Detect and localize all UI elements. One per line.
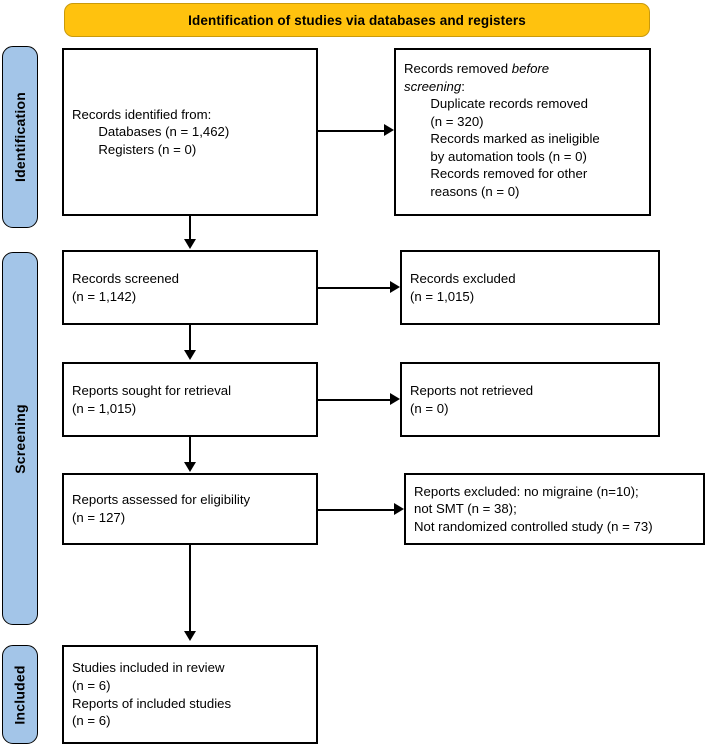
records-identified-line1: Records identified from: — [72, 106, 212, 122]
box-reports-not-retrieved-text: Reports not retrieved (n = 0) — [402, 382, 541, 417]
stage-label-screening-text: Screening — [12, 403, 28, 474]
reports-sought-line1: Reports sought for retrieval — [72, 382, 232, 398]
connector-assessed-to-excluded — [318, 509, 396, 511]
box-studies-included-text: Studies included in review(n = 6)Reports… — [64, 659, 239, 729]
records-removed-line2a: screening — [404, 78, 462, 94]
records-removed-line6: by automation tools (n = 0) — [430, 148, 587, 164]
studies-included-line4: (n = 6) — [72, 713, 111, 729]
records-removed-line1b: before — [511, 61, 550, 76]
box-reports-sought: Reports sought for retrieval (n = 1,015) — [62, 362, 318, 437]
box-records-identified-text: Records identified from: Databases (n = 1… — [64, 106, 237, 159]
box-records-removed-text: Records removed before screening: Duplicat… — [396, 50, 608, 200]
reports-excluded-line1: Reports excluded: no migraine (n=10); — [414, 483, 639, 499]
box-records-excluded: Records excluded (n = 1,015) — [400, 250, 660, 325]
records-removed-line7: Records removed for other — [430, 166, 588, 182]
box-reports-excluded-text: Reports excluded: no migraine (n=10); not… — [406, 483, 661, 536]
connector-screened-to-excluded — [318, 287, 392, 289]
records-removed-line5: Records marked as ineligible — [430, 131, 600, 147]
connector-sought-to-not-retrieved — [318, 399, 392, 401]
stage-label-screening: Screening — [2, 252, 38, 625]
box-reports-assessed: Reports assessed for eligibility (n = 127… — [62, 473, 318, 545]
box-records-removed: Records removed before screening: Duplicat… — [394, 48, 651, 216]
arrowhead-assessed-to-excluded — [394, 503, 404, 515]
records-identified-line3: Registers (n = 0) — [98, 141, 197, 157]
connector-screened-to-sought — [189, 325, 191, 352]
records-screened-line1: Records screened — [72, 270, 180, 286]
records-removed-line4: (n = 320) — [430, 113, 484, 129]
arrowhead-identified-to-screened — [184, 239, 196, 249]
stage-label-included-text: Included — [12, 664, 29, 725]
phase-banner-identification: Identification of studies via databases … — [64, 3, 650, 37]
arrowhead-sought-to-assessed — [184, 462, 196, 472]
reports-excluded-line3: Not randomized controlled study (n = 73) — [414, 518, 653, 534]
records-screened-line2: (n = 1,142) — [72, 288, 137, 304]
connector-identified-to-removed — [318, 130, 386, 132]
studies-included-line1: Studies included in review — [72, 660, 225, 676]
arrowhead-assessed-to-included — [184, 631, 196, 641]
stage-label-identification: Identification — [2, 46, 38, 228]
reports-assessed-line1: Reports assessed for eligibility — [72, 492, 251, 508]
connector-sought-to-assessed — [189, 437, 191, 464]
arrowhead-identified-to-removed — [384, 124, 394, 136]
records-removed-line2b: : — [461, 78, 465, 94]
arrowhead-sought-to-not-retrieved — [390, 393, 400, 405]
records-excluded-line2: (n = 1,015) — [410, 288, 475, 304]
arrowhead-screened-to-excluded — [390, 281, 400, 293]
studies-included-line2: (n = 6) — [72, 677, 111, 693]
connector-identified-to-screened — [189, 216, 191, 241]
records-removed-line1a: Records removed — [404, 61, 512, 76]
records-excluded-line1: Records excluded — [410, 270, 516, 286]
arrowhead-screened-to-sought — [184, 350, 196, 360]
box-studies-included: Studies included in review(n = 6)Reports… — [62, 645, 318, 744]
phase-banner-label: Identification of studies via databases … — [188, 12, 526, 28]
stage-label-identification-text: Identification — [12, 92, 29, 182]
reports-excluded-line2: not SMT (n = 38); — [414, 501, 517, 517]
box-records-identified: Records identified from: Databases (n = 1… — [62, 48, 318, 216]
records-removed-line3: Duplicate records removed — [430, 96, 588, 112]
box-reports-sought-text: Reports sought for retrieval (n = 1,015) — [64, 382, 239, 417]
box-reports-assessed-text: Reports assessed for eligibility (n = 127… — [64, 491, 258, 526]
box-records-screened: Records screened (n = 1,142) — [62, 250, 318, 325]
box-reports-excluded: Reports excluded: no migraine (n=10); not… — [404, 473, 705, 545]
records-removed-line8: reasons (n = 0) — [430, 183, 520, 199]
reports-assessed-line2: (n = 127) — [72, 510, 126, 525]
reports-not-retrieved-line1: Reports not retrieved — [410, 382, 534, 398]
records-identified-line2: Databases (n = 1,462) — [98, 124, 230, 140]
studies-included-line3: Reports of included studies — [72, 695, 232, 711]
box-records-screened-text: Records screened (n = 1,142) — [64, 270, 187, 305]
box-records-excluded-text: Records excluded (n = 1,015) — [402, 270, 524, 305]
reports-not-retrieved-line2: (n = 0) — [410, 400, 449, 416]
reports-sought-line2: (n = 1,015) — [72, 400, 137, 416]
connector-assessed-to-included — [189, 545, 191, 633]
stage-label-included: Included — [2, 645, 38, 744]
box-reports-not-retrieved: Reports not retrieved (n = 0) — [400, 362, 660, 437]
